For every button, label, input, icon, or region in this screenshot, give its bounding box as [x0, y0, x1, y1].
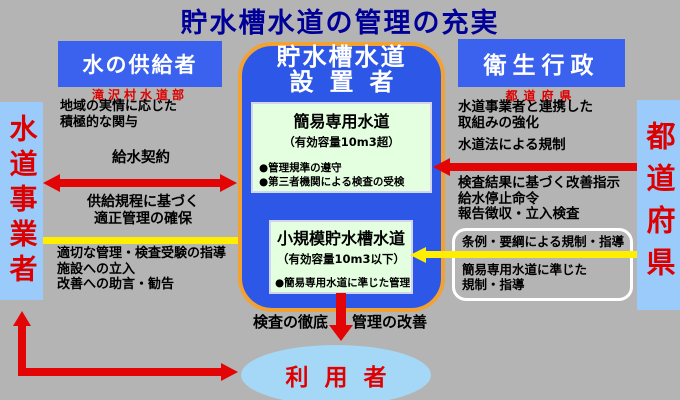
ordinance-line1: 条例・要綱による規制・指導	[462, 234, 625, 249]
management-label: 管理の改善	[352, 313, 428, 331]
prefecture-strip-label: 都道府県	[642, 121, 676, 289]
small-tank-title: 小規模貯水槽水道	[276, 229, 405, 248]
tank-installer-title-line1: 貯水槽水道	[276, 43, 407, 71]
ordinance-line2: 簡易専用水道に準じた 規制・指導	[462, 262, 588, 292]
arrow-vertical-shaft	[18, 325, 26, 376]
arrow-right-head-icon	[220, 174, 237, 192]
small-tank-subtitle: （有効容量10m3以下）	[277, 252, 405, 266]
arrow-right-head-icon	[221, 363, 238, 381]
simple-water-title: 簡易専用水道	[293, 112, 390, 131]
supply-contract-arrow	[43, 174, 237, 192]
water-utility-strip-label: 水道事業者	[5, 113, 39, 289]
ordinance-outline-box	[452, 228, 633, 301]
arrow-shaft	[59, 179, 221, 187]
arrow-shaft	[336, 293, 346, 325]
tank-installer-title: 貯水槽水道 設置者	[238, 45, 445, 95]
water-law-label: 水道法による規制	[458, 137, 566, 153]
note-regional-engagement: 地域の実情に応じた 積極的な関与	[60, 99, 178, 130]
note-management-guidance: 適切な管理・検査受験の指導 施設への立入 改善への助言・勧告	[57, 246, 227, 292]
simple-water-bullets: ●管理規準の遵守 ●第三者機関による検査の受検	[259, 162, 405, 188]
arrow-up-head-icon	[13, 311, 31, 326]
water-supplier-header: 水の供給者	[58, 41, 222, 87]
page-title: 貯水槽水道の管理の充実	[180, 8, 500, 39]
health-admin-subheader: 都道府県	[505, 89, 578, 103]
simple-water-panel: 簡易専用水道 （有効容量10m3超） ●管理規準の遵守 ●第三者機関による検査の…	[251, 102, 432, 193]
health-admin-header: 衛生行政	[458, 39, 625, 87]
inspection-label: 検査の徹底	[253, 313, 329, 331]
arrow-shaft	[43, 237, 258, 244]
small-tank-panel: 小規模貯水槽水道 （有効容量10m3以下） ●簡易専用水道に準じた管理	[269, 220, 413, 294]
users-label: 利用者	[285, 365, 403, 391]
water-supplier-subheader: 滝沢村水道部	[91, 88, 188, 102]
to-users-arrow	[329, 293, 353, 341]
guidance-arrow-right	[410, 247, 637, 263]
note-enforcement: 検査結果に基づく改善指示 給水停止命令 報告徴収・立入検査	[458, 175, 620, 222]
arrow-shaft	[449, 163, 637, 171]
tank-installer-title-line2: 設置者	[289, 68, 410, 96]
simple-water-subtitle: （有効容量10m3超）	[283, 135, 400, 149]
prefecture-strip: 都道府県	[637, 100, 680, 310]
arrow-left-head-icon	[43, 174, 60, 192]
note-cooperation: 水道事業者と連携した 取組みの強化	[458, 99, 593, 131]
note-supply-rules: 供給規程に基づく 適正管理の確保	[87, 194, 199, 227]
arrow-shaft	[425, 251, 637, 258]
small-tank-bullets: ●簡易専用水道に準じた管理	[275, 277, 411, 289]
water-utility-strip: 水道事業者	[0, 102, 43, 300]
arrow-horizontal-shaft	[18, 368, 221, 376]
arrow-down-head-icon	[329, 325, 353, 341]
users-ellipse: 利用者	[241, 345, 431, 400]
arrow-left-head-icon	[433, 158, 450, 176]
supply-contract-label: 給水契約	[112, 150, 170, 166]
water-law-arrow	[433, 158, 637, 176]
arrow-left-head-icon	[410, 247, 426, 263]
